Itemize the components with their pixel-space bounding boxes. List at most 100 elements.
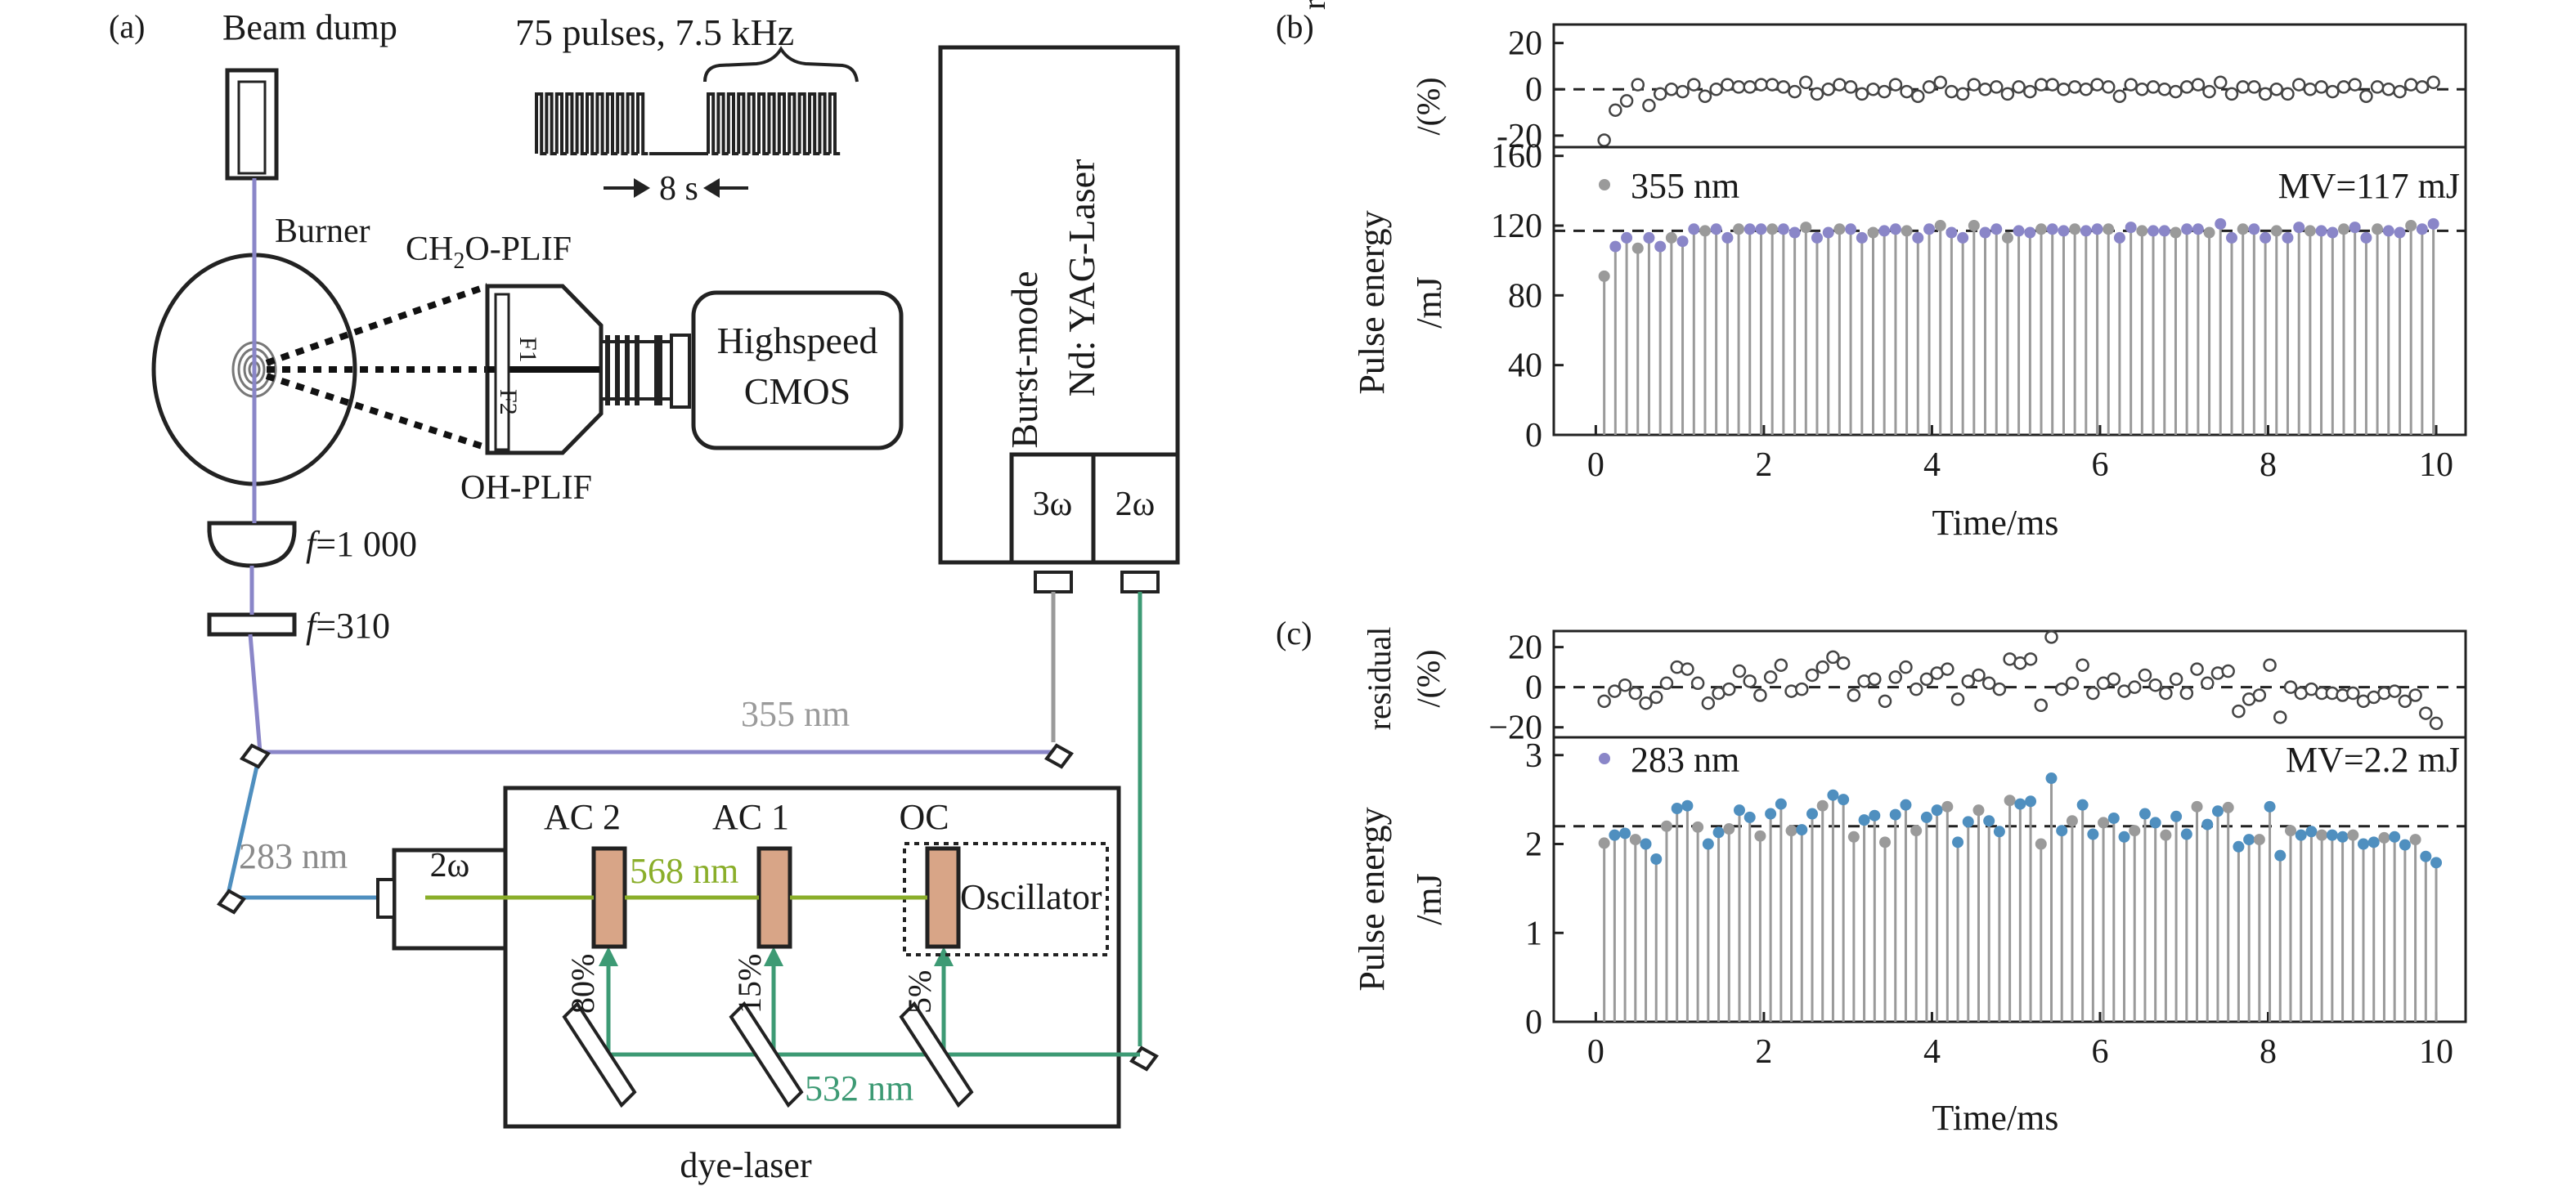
b-energy-point (1811, 231, 1823, 244)
b-residual-point (1619, 94, 1634, 108)
c-energy-point (2025, 795, 2037, 808)
b-residual-point (2336, 80, 2351, 94)
b-residual-point (2112, 89, 2127, 103)
b-energy-point (2125, 222, 2137, 234)
b-energy-point (2103, 223, 2115, 235)
c-energy-point (2211, 805, 2224, 817)
dye-cell-oc (925, 846, 961, 949)
c-energy-point (1681, 799, 1694, 812)
c-energy-point (2305, 826, 2318, 838)
c-residual-point (1992, 682, 2007, 696)
b-energy-point (1631, 242, 1644, 254)
b-energy-point (1755, 223, 1767, 235)
b-energy-point (1654, 240, 1667, 253)
b-residual-ytick-label: 0 (1525, 71, 1542, 109)
c-residual-point (1847, 688, 1861, 702)
c-energy-point (1952, 836, 1964, 849)
c-residual-point (2086, 686, 2100, 701)
b-energy-point (1744, 223, 1756, 235)
b-legend-marker (1599, 179, 1610, 190)
c-residual-point (2346, 686, 2360, 701)
c-residual-ytick-label: 20 (1508, 629, 1542, 667)
pulse-burst-right (707, 92, 841, 155)
c-xtick-label: 8 (2260, 1033, 2277, 1071)
b-residual-point (1922, 80, 1936, 94)
b-energy-point (1856, 231, 1868, 244)
b-energy-point (2237, 223, 2249, 235)
b-annotation: MV=117 mJ (2278, 166, 2460, 206)
c-residual-point (1950, 692, 1965, 706)
b-energy-point (2416, 223, 2428, 235)
b-energy-point (2170, 226, 2182, 239)
beam-532-label: 532 nm (805, 1068, 913, 1108)
c-xtick-label: 2 (1755, 1033, 1772, 1071)
c-residual-point (2273, 710, 2287, 724)
c-residual-point (2076, 658, 2089, 672)
b-ylabel-2: /mJ (1409, 276, 1449, 329)
mirror-4 (1129, 1046, 1159, 1072)
b-energy-point (1665, 231, 1677, 244)
c-energy-point (1702, 838, 1714, 850)
b-residual-point (1821, 82, 1835, 96)
b-residual-point (1843, 80, 1858, 94)
b-energy-point (2248, 223, 2260, 235)
lens-mount (670, 334, 691, 409)
b-residual-ylabel-2: /(%) (1410, 77, 1447, 135)
uv283-beam (225, 751, 263, 898)
b-energy-point (1833, 223, 1846, 235)
c-residual-point (1608, 684, 1622, 698)
c-residual-point (1649, 690, 1663, 705)
c-residual-point (1774, 658, 1788, 672)
c-energy-point (2107, 812, 2120, 824)
b-energy-point (2192, 223, 2204, 235)
b-energy-point (2226, 231, 2238, 244)
c-residual-point (1597, 694, 1611, 709)
c-energy-point (1754, 830, 1766, 842)
c-residual-point (2283, 680, 2298, 694)
c-energy-point (1816, 799, 1829, 812)
c-energy-point (1806, 808, 1819, 820)
c-energy-point (2045, 772, 2058, 785)
b-residual-ytick-label: 20 (1508, 25, 1542, 63)
b-residual-point (1731, 80, 1746, 94)
b-energy-point (1621, 231, 1633, 244)
b-energy-frame (1552, 146, 2467, 437)
c-residual-point (2107, 672, 2121, 687)
b-energy-point (1676, 235, 1689, 248)
b-xtick-label: 2 (1755, 446, 1772, 484)
c-residual-point (1941, 662, 1954, 676)
mirror-2 (217, 889, 246, 915)
b-xtick-label: 10 (2419, 446, 2453, 484)
c-residual-point (1888, 670, 1902, 684)
c-residual-point (2034, 698, 2049, 713)
b-residual-point (1978, 82, 1992, 96)
c-energy-point (2035, 838, 2047, 850)
b-residual-point (1765, 78, 1779, 92)
b-residual-marks (1597, 75, 2440, 147)
c-ylabel-1: Pulse energy (1352, 807, 1392, 991)
b-residual-point (1810, 87, 1824, 101)
c-residual-point (2201, 676, 2215, 691)
c-residual-point (2190, 662, 2204, 676)
beam-568-label: 568 nm (630, 851, 738, 891)
c-energy-point (2295, 829, 2307, 841)
b-residual-point (1709, 82, 1723, 96)
filter-f1: F1 (514, 337, 541, 363)
b-residual-point (1955, 87, 1970, 101)
split-80-label: 80% (564, 954, 601, 1014)
c-energy-ytick-label: 1 (1525, 915, 1542, 952)
b-energy-point (1699, 225, 1711, 237)
b-energy-point (2113, 231, 2125, 244)
b-residual-point (2359, 89, 2373, 103)
c-energy-point (2087, 828, 2099, 840)
harmonic-2w-box (1091, 452, 1180, 565)
c-energy-point (1972, 804, 1985, 817)
b-energy-point (1901, 225, 1913, 237)
c-energy-ytick-label: 3 (1525, 737, 1542, 775)
c-residual-point (1805, 668, 1820, 683)
b-residual-point (2169, 84, 2183, 99)
b-residual-point (2146, 80, 2161, 94)
c-residual-point (1639, 696, 1653, 710)
beam-283-label: 283 nm (239, 836, 348, 876)
